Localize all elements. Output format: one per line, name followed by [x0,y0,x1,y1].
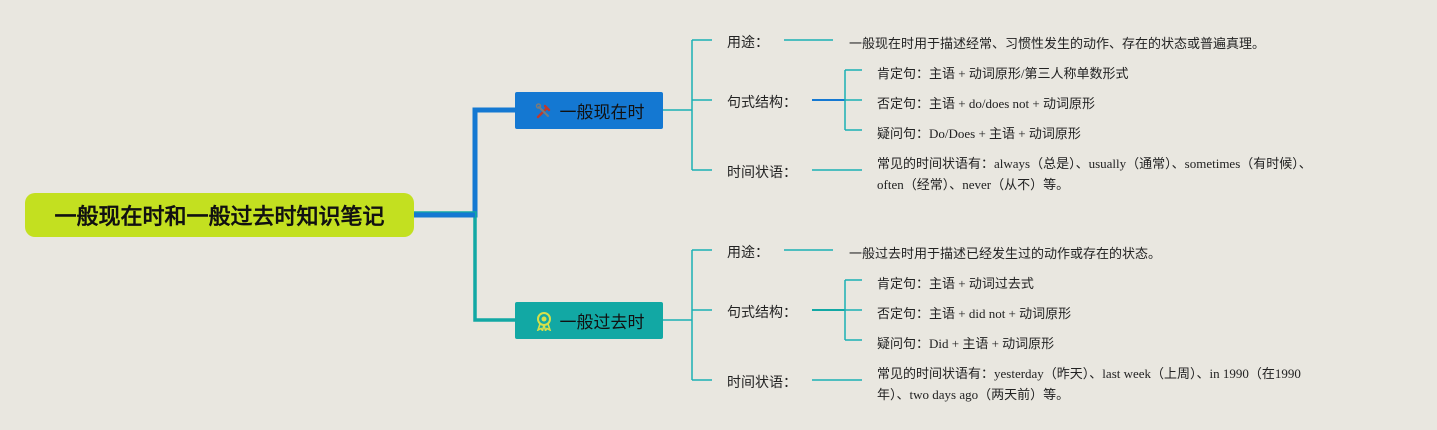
past-adverbial-label: 时间状语： [727,375,797,391]
present-affirmative: 肯定句：主语 + 动词原形/第三人称单数形式 [877,66,1129,81]
past-question: 疑问句：Did + 主语 + 动词原形 [877,336,1055,351]
past-adverbial-line1: 常见的时间状语有：yesterday（昨天）、last week（上周）、in … [877,366,1301,381]
present-usage-text: 一般现在时用于描述经常、习惯性发生的动作、存在的状态或普遍真理。 [849,37,1266,52]
present-usage-label: 用途： [727,35,769,51]
past-usage-text: 一般过去时用于描述已经发生过的动作或存在的状态。 [849,247,1162,262]
topic-present-title: 一般现在时 [559,103,645,123]
present-adverbial-line1: 常见的时间状语有：always（总是）、usually（通常）、sometime… [877,156,1312,171]
past-structure-label: 句式结构： [727,305,797,321]
present-adverbial-line2: often（经常）、never（从不）等。 [877,177,1070,192]
award-icon [534,311,554,332]
present-negative: 否定句：主语 + do/does not + 动词原形 [877,96,1095,111]
past-affirmative: 肯定句：主语 + 动词过去式 [877,276,1034,291]
root-title: 一般现在时和一般过去时知识笔记 [54,205,385,230]
past-adverbial-line2: 年）、two days ago（两天前）等。 [877,387,1070,402]
present-adverbial-label: 时间状语： [727,165,797,181]
topic-present[interactable]: 一般现在时 [515,92,663,129]
present-question: 疑问句：Do/Does + 主语 + 动词原形 [877,126,1081,141]
past-negative: 否定句：主语 + did not + 动词原形 [877,306,1072,321]
tools-icon [534,101,554,121]
root-node[interactable]: 一般现在时和一般过去时知识笔记 [25,193,414,237]
past-usage-label: 用途： [727,245,769,261]
topic-past[interactable]: 一般过去时 [515,302,663,339]
topic-past-title: 一般过去时 [559,313,645,333]
present-structure-label: 句式结构： [727,95,797,111]
